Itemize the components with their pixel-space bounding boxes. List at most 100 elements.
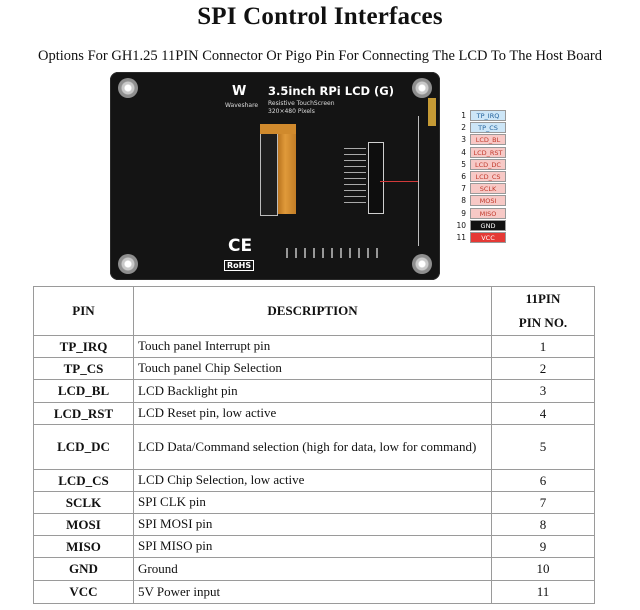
- cell-description: Ground: [133, 557, 492, 582]
- rohs-mark-icon: RoHS: [224, 260, 255, 271]
- pin-callout-label: LCD_DC: [470, 158, 506, 170]
- mounting-hole-top-right: [412, 78, 432, 98]
- fpc-ribbon-fold: [260, 124, 296, 134]
- cell-pin: GND: [33, 557, 134, 582]
- pin-callout-label: LCD_RST: [470, 146, 506, 158]
- pin-callout-number: 7: [461, 184, 466, 194]
- pin-callout-item: 11 VCC: [452, 231, 532, 244]
- pin-callout-item: 7 SCLK: [452, 183, 532, 195]
- pin-callout-item: 4 LCD_RST: [452, 146, 532, 159]
- header-pin-no-line1: 11PIN: [525, 291, 561, 306]
- mounting-hole-bottom-left: [118, 254, 138, 274]
- pin-callout-item: 10 GND: [452, 219, 532, 232]
- pin-callout-number: 6: [461, 171, 466, 181]
- pin-callout-number: 9: [461, 208, 466, 218]
- cell-description: SPI MOSI pin: [133, 513, 492, 537]
- cell-description: LCD Data/Command selection (high for dat…: [133, 424, 492, 471]
- lcd-board-figure: W Waveshare 3.5inch RPi LCD (G) Resistiv…: [108, 72, 528, 282]
- pin-callout-number: 8: [461, 196, 466, 206]
- pin-callout-label: MOSI: [470, 195, 506, 207]
- pin-callout-label: GND: [470, 219, 506, 231]
- cell-description: SPI MISO pin: [133, 535, 492, 559]
- lcd-board: W Waveshare 3.5inch RPi LCD (G) Resistiv…: [110, 72, 440, 280]
- pin-callout-label: MISO: [470, 207, 506, 219]
- board-touch-type: Resistive TouchScreen: [268, 100, 335, 107]
- cell-description: LCD Chip Selection, low active: [133, 469, 492, 493]
- cell-pin: TP_IRQ: [33, 335, 134, 359]
- cell-pin-no: 11: [491, 580, 595, 605]
- pin-callout-number: 11: [456, 232, 466, 242]
- silkscreen-pin-labels: [344, 148, 366, 208]
- pin-table-header: PIN DESCRIPTION 11PIN PIN NO.: [33, 285, 595, 337]
- cell-pin-no: 6: [491, 469, 595, 493]
- page-title: SPI Control Interfaces: [197, 3, 443, 30]
- cell-pin: TP_CS: [33, 357, 134, 381]
- cell-pin-no: 8: [491, 513, 595, 537]
- board-brand: Waveshare: [225, 102, 259, 109]
- cell-pin-no: 9: [491, 535, 595, 559]
- fpc-connector: [260, 124, 278, 216]
- pin-callout-item: 6 LCD_CS: [452, 170, 532, 183]
- pin-callout-number: 3: [461, 135, 466, 145]
- cell-pin: MISO: [33, 535, 134, 559]
- pin-callout-number: 10: [456, 220, 466, 230]
- pin-callout-item: 9 MISO: [452, 207, 532, 220]
- ce-mark-icon: CE: [228, 236, 253, 256]
- fpc-ribbon: [278, 130, 296, 214]
- mounting-hole-top-left: [118, 78, 138, 98]
- header-pin-no: 11PIN PIN NO.: [491, 285, 595, 337]
- pin-callout-bracket: [418, 116, 444, 246]
- cell-description: Touch panel Interrupt pin: [133, 335, 492, 359]
- cell-pin: SCLK: [33, 491, 134, 515]
- pin-callout-item: 5 LCD_DC: [452, 158, 532, 171]
- header-description: DESCRIPTION: [133, 285, 492, 337]
- pin-callout-label: SCLK: [470, 183, 506, 195]
- page-subtitle: Options For GH1.25 11PIN Connector Or Pi…: [38, 48, 602, 64]
- cell-description: 5V Power input: [133, 580, 492, 605]
- board-edge-component: [428, 98, 436, 126]
- pin-callout-number: 5: [461, 159, 466, 169]
- pin-callout-label: TP_IRQ: [470, 110, 506, 121]
- mounting-hole-bottom-right: [412, 254, 432, 274]
- pin-callout-number: 1: [461, 111, 466, 120]
- cell-pin-no: 1: [491, 335, 595, 359]
- pin-callout-label: LCD_CS: [470, 170, 506, 182]
- connector-pointer-line: [380, 181, 418, 182]
- pin-callout-number: 4: [461, 147, 466, 157]
- cell-pin: VCC: [33, 580, 134, 605]
- pin-callout-item: 8 MOSI: [452, 195, 532, 207]
- cell-pin: LCD_BL: [33, 379, 134, 404]
- cell-pin-no: 3: [491, 379, 595, 404]
- cell-description: Touch panel Chip Selection: [133, 357, 492, 381]
- pigo-pin-pads: [286, 248, 378, 258]
- cell-description: SPI CLK pin: [133, 491, 492, 515]
- cell-pin: LCD_RST: [33, 402, 134, 426]
- pin-callout-item: 1 TP_IRQ: [452, 110, 532, 122]
- cell-pin: LCD_DC: [33, 424, 134, 471]
- pin-callout-label: TP_CS: [470, 122, 506, 134]
- cell-pin-no: 2: [491, 357, 595, 381]
- header-pin-no-line2: PIN NO.: [518, 315, 568, 331]
- cell-description: LCD Reset pin, low active: [133, 402, 492, 426]
- pin-callout-label: VCC: [470, 231, 506, 243]
- gh125-11pin-connector: [368, 142, 384, 214]
- waveshare-logo-icon: W: [232, 84, 247, 99]
- cell-pin: LCD_CS: [33, 469, 134, 493]
- cell-pin-no: 10: [491, 557, 595, 582]
- board-resolution: 320×480 Pixels: [268, 108, 315, 115]
- cell-pin-no: 5: [491, 424, 595, 471]
- cell-pin-no: 7: [491, 491, 595, 515]
